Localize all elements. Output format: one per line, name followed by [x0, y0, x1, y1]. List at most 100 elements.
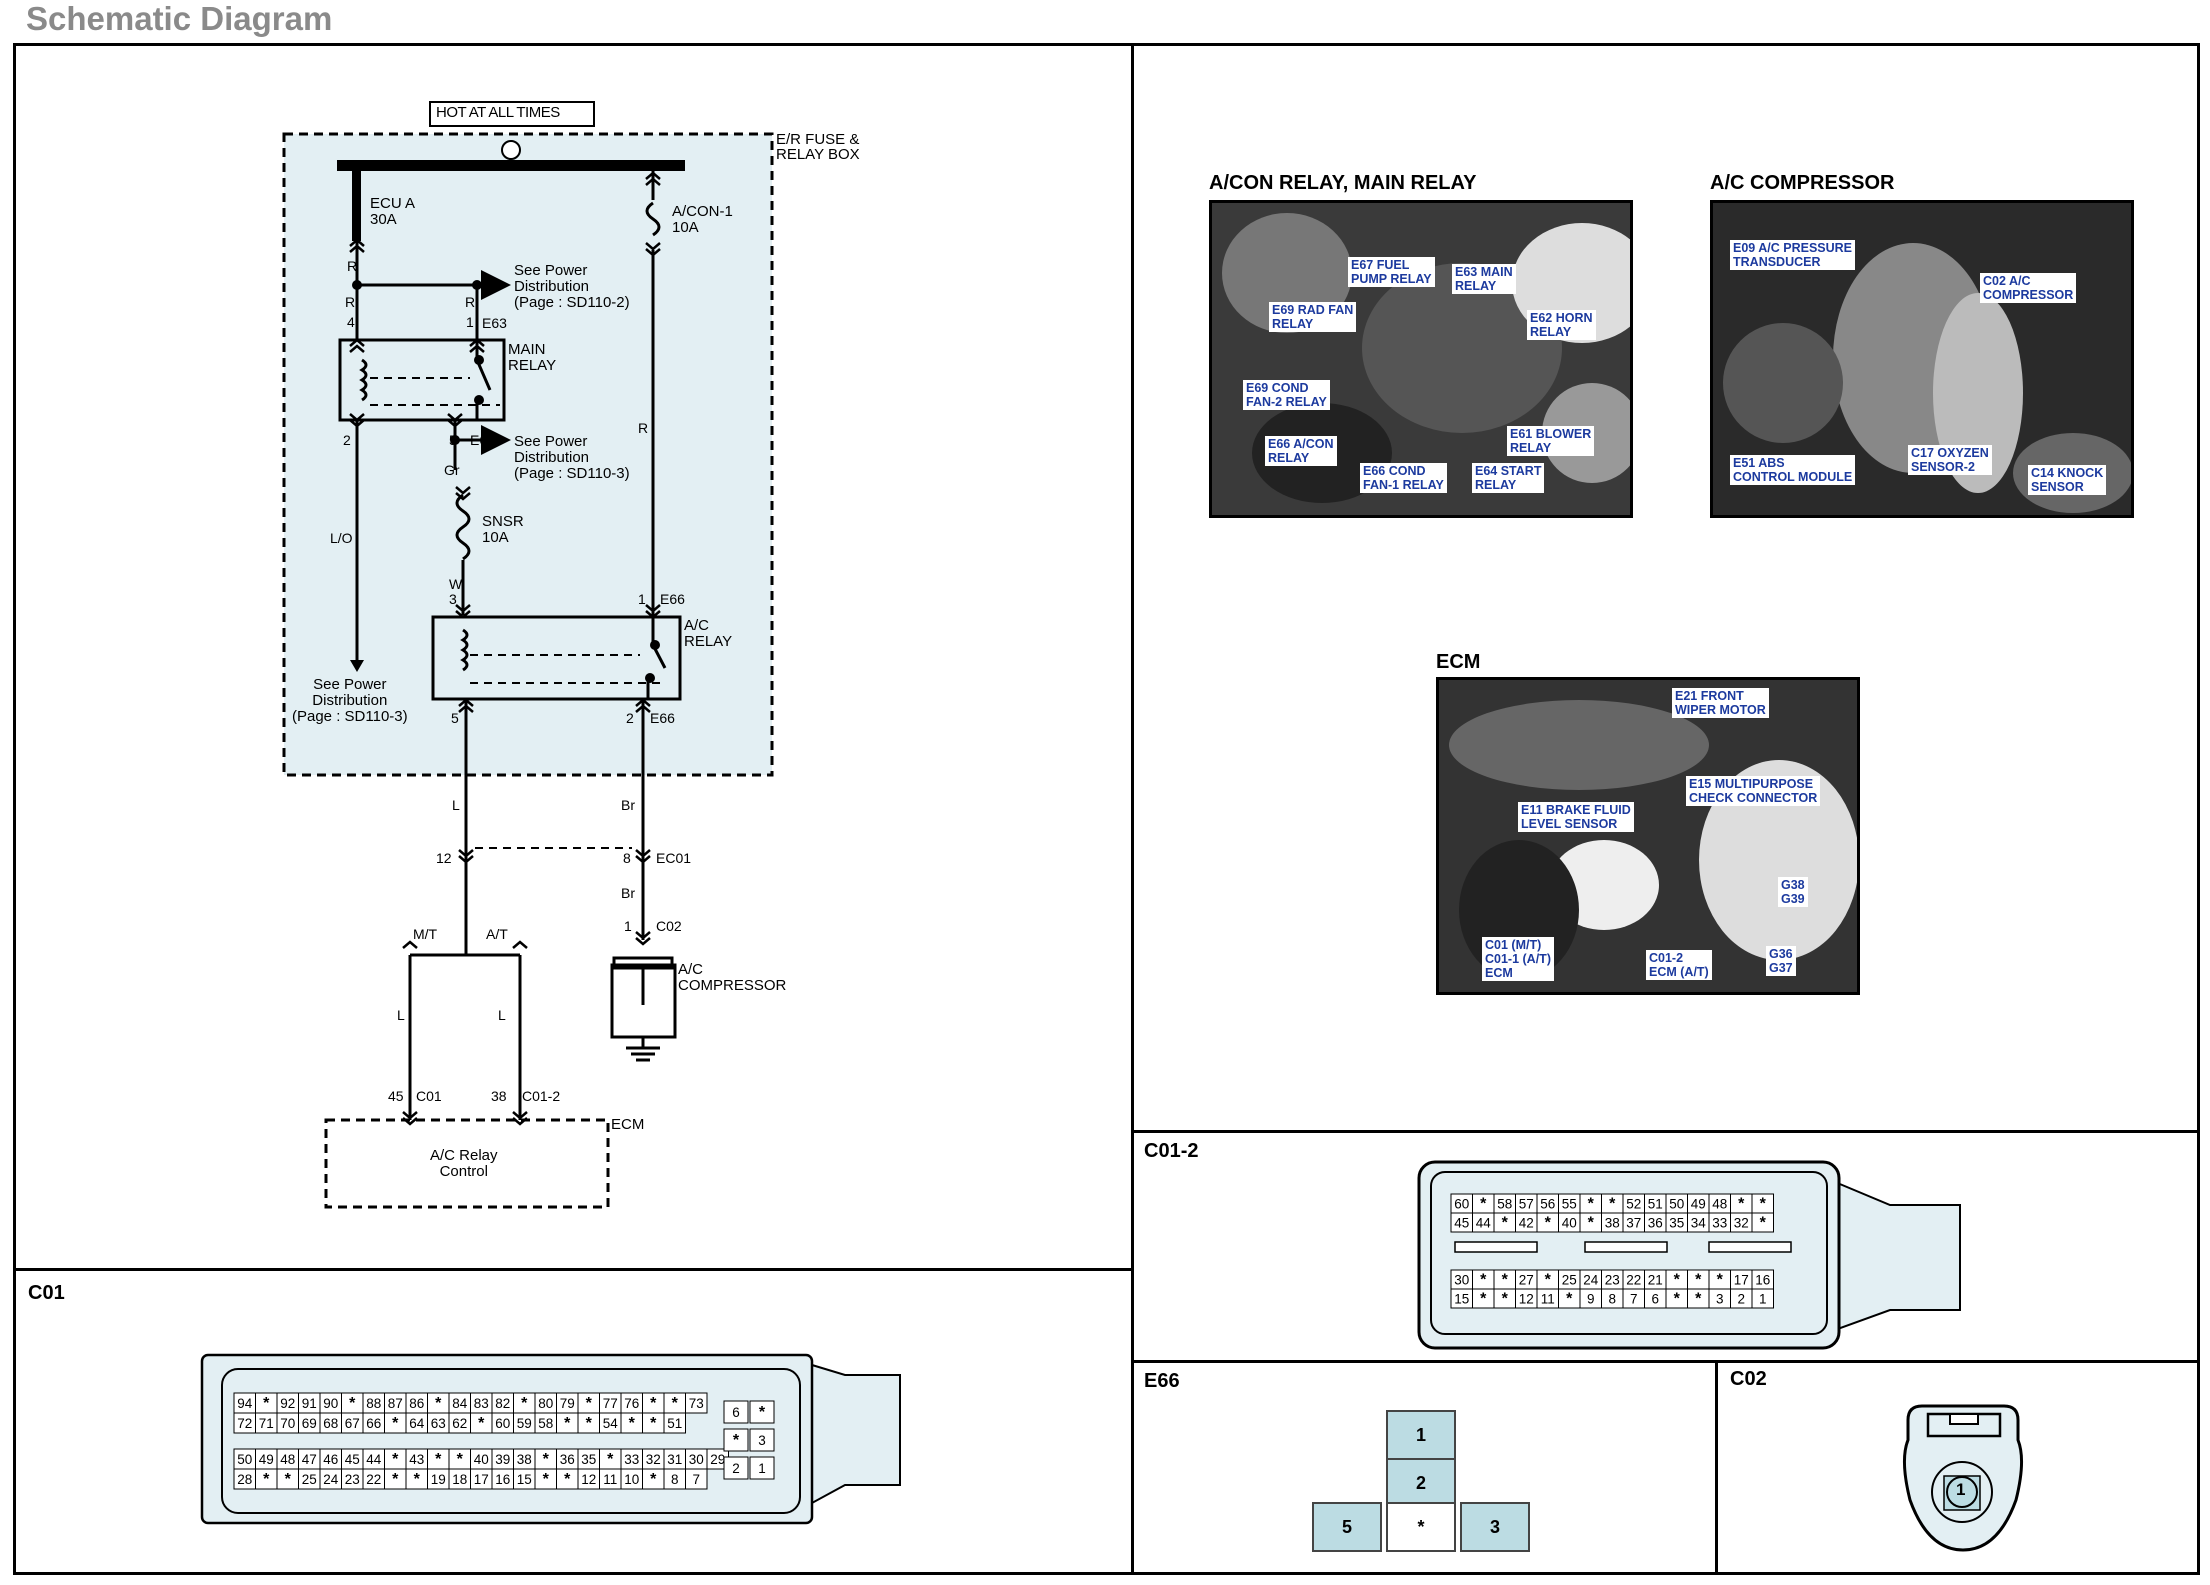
c01-side-pin-label: 2: [732, 1461, 740, 1476]
pin-number: 2: [626, 710, 634, 726]
c01-2-pin-label: *: [1566, 1291, 1573, 1308]
c01-2-pin-label: *: [1545, 1272, 1552, 1289]
e66-pin: *: [1386, 1502, 1456, 1552]
photo-callout: E15 MULTIPURPOSE CHECK CONNECTOR: [1686, 776, 1821, 806]
c01-title: C01: [28, 1282, 65, 1304]
c02-title: C02: [1730, 1368, 1767, 1390]
see-power-3: See Power Distribution (Page : SD110-3): [292, 676, 408, 725]
c01-2-pin-label: *: [1738, 1196, 1745, 1213]
divider-right-mid: [1131, 1130, 2200, 1133]
wire-label: Gr: [444, 462, 460, 478]
supply-label-box: [429, 101, 595, 127]
c01-pin-label: *: [672, 1395, 679, 1412]
c01-2-pin-label: 9: [1587, 1292, 1595, 1307]
pin-number: 1: [466, 314, 474, 330]
c01-pin-label: 71: [259, 1416, 274, 1431]
c01-pin-label: *: [586, 1415, 593, 1432]
c01-pin-label: *: [435, 1395, 442, 1412]
c01-2-pin-label: 12: [1519, 1292, 1534, 1307]
c01-pin-label: 60: [495, 1416, 510, 1431]
c01-2-pin-label: 45: [1454, 1216, 1469, 1231]
c01-2-pin-label: *: [1717, 1272, 1724, 1289]
photo-callout: C14 KNOCK SENSOR: [2028, 465, 2107, 495]
photo-compressor-title: A/C COMPRESSOR: [1710, 172, 1895, 194]
fuse-ecu-a-label: ECU A 30A: [370, 195, 416, 228]
c01-pin-label: 86: [409, 1396, 424, 1411]
c01-pin-label: 87: [388, 1396, 403, 1411]
connector-id: EC01: [656, 850, 692, 866]
c01-2-pin-label: *: [1502, 1272, 1509, 1289]
c01-pin-label: 48: [280, 1452, 295, 1467]
busbar-terminal: [501, 140, 521, 160]
c01-pin-label: 10: [624, 1472, 639, 1487]
wire-label: Br: [621, 885, 635, 901]
photo-callout: E62 HORN RELAY: [1527, 310, 1596, 340]
c01-2-pin-label: 32: [1734, 1216, 1749, 1231]
c01-pin-label: 36: [560, 1452, 575, 1467]
fuse-relay-box: [282, 132, 774, 777]
c01-side-pin: [749, 1400, 775, 1424]
schematic-wiring: [282, 101, 774, 1209]
c01-2-pin-label: 30: [1454, 1273, 1469, 1288]
e66-pin: 2: [1386, 1458, 1456, 1508]
c01-pin-label: 32: [646, 1452, 661, 1467]
c01-pin-label: *: [543, 1471, 550, 1488]
c01-pin-label: 24: [323, 1472, 339, 1487]
wire-label: R: [345, 294, 356, 310]
c01-pin-label: 59: [517, 1416, 532, 1431]
c01-pin-label: 76: [624, 1396, 639, 1411]
e66-pin: 5: [1312, 1502, 1382, 1552]
ac-compressor-label: A/C COMPRESSOR: [678, 961, 787, 994]
c01-2-pin-label: 22: [1626, 1273, 1641, 1288]
wire-label: R: [347, 258, 358, 274]
c01-2-pin-label: 57: [1519, 1197, 1534, 1212]
c01-pin-label: *: [392, 1451, 399, 1468]
photo-callout: E63 MAIN RELAY: [1452, 264, 1516, 294]
wire-label: R: [465, 294, 476, 310]
c01-pin: [685, 1468, 708, 1490]
c01-pin-label: 77: [603, 1396, 618, 1411]
c01-pin-label: 19: [431, 1472, 446, 1487]
c01-2-pin-label: 33: [1712, 1216, 1727, 1231]
wire-label: L: [452, 797, 460, 813]
ecm-inner-label: A/C Relay Control: [430, 1147, 498, 1180]
c01-pin-label: 92: [280, 1396, 295, 1411]
c01-pin-label: 12: [581, 1472, 596, 1487]
c01-pin-label: *: [564, 1415, 571, 1432]
pin-number: 12: [436, 850, 452, 866]
c01-2-pin-label: 36: [1648, 1216, 1663, 1231]
connector-id: C01: [416, 1088, 442, 1104]
pin-number: 1: [638, 591, 646, 607]
c01-2-pin-label: *: [1545, 1215, 1552, 1232]
c01-side-pin-label: 3: [758, 1433, 766, 1448]
c01-pin-label: 70: [280, 1416, 295, 1431]
c01-pin-label: 51: [667, 1416, 682, 1431]
c01-2-pin-label: *: [1502, 1291, 1509, 1308]
pin-number: 4: [347, 314, 355, 330]
fuse-ecu-a-symbol: [352, 171, 361, 241]
supply-label: HOT AT ALL TIMES: [436, 104, 560, 121]
connector-id: C01-2: [522, 1088, 561, 1104]
wire-label: L: [397, 1007, 405, 1023]
c01-2-pin-label: 44: [1476, 1216, 1492, 1231]
c01-pin-label: *: [586, 1395, 593, 1412]
c01-pin-label: 11: [603, 1472, 617, 1487]
c01-2-pin-label: 55: [1562, 1197, 1577, 1212]
c01-pin-label: 7: [692, 1472, 700, 1487]
c01-2-pin-label: *: [1502, 1215, 1509, 1232]
c01-2-pin-label: 6: [1651, 1292, 1659, 1307]
divider-e66-c02: [1715, 1360, 1718, 1575]
c01-side-pin-label: *: [759, 1404, 766, 1421]
pin-number: 5: [451, 710, 459, 726]
c01-pin-label: 82: [495, 1396, 510, 1411]
photo-callout: E09 A/C PRESSURE TRANSDUCER: [1730, 240, 1856, 270]
photo-ecm-title: ECM: [1436, 651, 1481, 673]
c01-2-pin-label: 60: [1454, 1197, 1469, 1212]
c01-2-pin-label: 40: [1562, 1216, 1577, 1231]
c01-side-pin: [723, 1400, 749, 1424]
connector-id: E66: [660, 591, 685, 607]
wire-label: L/O: [330, 530, 353, 546]
c01-2-pin-label: 3: [1716, 1292, 1724, 1307]
photo-callout: C01 (M/T) C01-1 (A/T) ECM: [1482, 937, 1554, 981]
c01-pin-label: 43: [409, 1452, 424, 1467]
